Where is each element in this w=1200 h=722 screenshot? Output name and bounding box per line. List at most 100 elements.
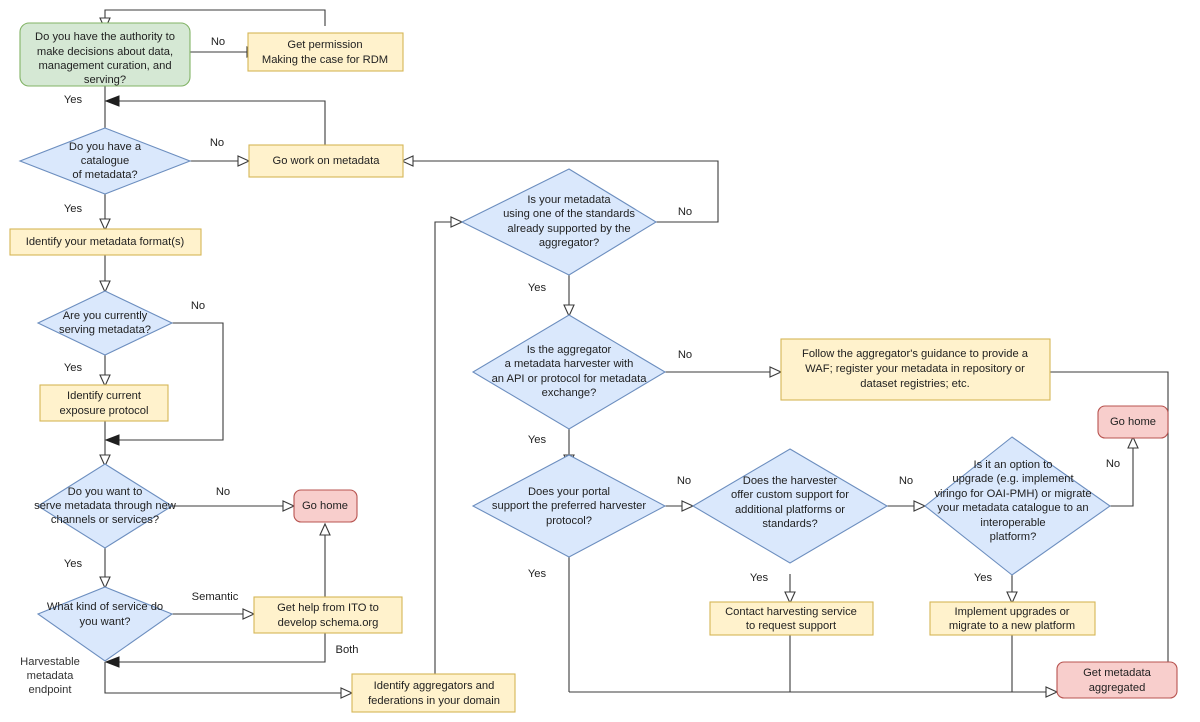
node-serve-new-channels-line-2: channels or services?: [51, 514, 159, 526]
node-get-help-ito-line-0: Get help from ITO to: [277, 602, 379, 614]
node-option-to-upgrade-line-5: platform?: [990, 531, 1037, 543]
edge-label-standards-yes: Yes: [528, 282, 547, 294]
node-get-permission-shape: [247, 32, 404, 72]
node-follow-guidance[interactable]: Follow the aggregator's guidance to prov…: [780, 338, 1051, 401]
edge-label-new-channels-yes: Yes: [64, 558, 83, 570]
node-implement-upgrades-line-1: migrate to a new platform: [949, 620, 1075, 632]
node-go-work-on-metadata-shape: [248, 144, 404, 178]
node-follow-guidance-line-1: WAF; register your metadata in repositor…: [805, 363, 1025, 375]
free-label-harvestable-line-0: Harvestable: [20, 656, 80, 668]
node-follow-guidance-shape: [780, 338, 1051, 401]
edge-label-serving-yes: Yes: [64, 362, 83, 374]
node-follow-guidance-line-0: Follow the aggregator's guidance to prov…: [802, 348, 1029, 360]
node-contact-harvesting-shape: [709, 601, 874, 636]
node-get-permission-line-0: Get permission: [287, 39, 362, 51]
node-harvester-custom-shape: [691, 448, 889, 564]
node-get-help-ito-shape: [253, 596, 403, 634]
edge-label-serving-no: No: [191, 300, 205, 312]
node-portal-supports[interactable]: Does your portal support the preferred h…: [471, 454, 667, 558]
node-identify-aggregators-line-1: federations in your domain: [368, 695, 500, 707]
edge-label-portal-yes: Yes: [528, 568, 547, 580]
node-identify-aggregators[interactable]: Identify aggregators and federations in …: [351, 673, 516, 713]
node-metadata-standards-line-1: using one of the standards: [503, 208, 635, 220]
node-metadata-standards-shape: [460, 168, 658, 276]
node-go-home-right-shape: [1097, 405, 1169, 439]
edge-label-upgrade-yes: Yes: [974, 572, 993, 584]
node-have-catalogue-shape: [18, 127, 192, 195]
node-identify-format[interactable]: Identify your metadata format(s): [9, 228, 202, 256]
node-portal-supports-line-2: protocol?: [546, 515, 592, 527]
node-go-home-right-line-0: Go home: [1110, 416, 1156, 428]
node-get-metadata-aggregated-line-1: aggregated: [1089, 682, 1146, 694]
node-metadata-standards[interactable]: Is your metadata using one of the standa…: [460, 168, 658, 276]
node-identify-exposure-line-0: Identify current: [67, 390, 142, 402]
edge-label-upgrade-no: No: [1106, 458, 1120, 470]
node-have-catalogue-line-2: of metadata?: [72, 169, 137, 181]
node-option-to-upgrade[interactable]: Is it an option to upgrade (e.g. impleme…: [924, 436, 1111, 576]
node-serve-new-channels[interactable]: Do you want to serve metadata through ne…: [34, 463, 177, 549]
node-have-catalogue[interactable]: Do you have a catalogue of metadata?: [18, 127, 192, 195]
node-serve-new-channels-line-0: Do you want to: [68, 486, 143, 498]
node-authority[interactable]: Do you have the authority to make decisi…: [19, 22, 191, 87]
node-get-metadata-aggregated[interactable]: Get metadata aggregated: [1056, 661, 1178, 699]
node-currently-serving-shape: [36, 290, 174, 356]
edge-label-new-channels-no: No: [216, 486, 230, 498]
node-aggregator-harvester-line-0: Is the aggregator: [527, 344, 612, 356]
edge-label-custom-no: No: [899, 475, 913, 487]
node-authority-line-1: make decisions about data,: [37, 46, 173, 58]
node-authority-line-3: serving?: [84, 74, 126, 86]
node-identify-exposure-shape: [39, 384, 169, 422]
node-currently-serving[interactable]: Are you currently serving metadata?: [36, 290, 174, 356]
node-option-to-upgrade-shape: [924, 436, 1111, 576]
node-harvester-custom[interactable]: Does the harvester offer custom support …: [691, 448, 889, 564]
node-serve-new-channels-shape: [36, 463, 174, 549]
node-get-help-ito-line-1: develop schema.org: [278, 617, 379, 629]
node-go-home-left[interactable]: Go home: [293, 489, 358, 523]
node-kind-of-service[interactable]: What kind of service do you want?: [36, 586, 174, 662]
node-go-work-on-metadata-line-0: Go work on metadata: [273, 155, 381, 167]
edge-label-harvester-api-no: No: [678, 349, 692, 361]
edge-labels: No Yes No Yes No Yes No Yes Semantic Bot…: [64, 36, 1120, 656]
node-harvester-custom-line-1: offer custom support for: [731, 489, 849, 501]
node-authority-shape: [19, 22, 191, 87]
node-metadata-standards-line-3: aggregator?: [539, 237, 599, 249]
edge-label-custom-yes: Yes: [750, 572, 769, 584]
node-aggregator-harvester-line-3: exchange?: [542, 387, 597, 399]
node-get-metadata-aggregated-shape: [1056, 661, 1178, 699]
node-go-home-left-line-0: Go home: [302, 500, 348, 512]
node-option-to-upgrade-line-0: Is it an option to: [974, 459, 1053, 471]
node-contact-harvesting-line-0: Contact harvesting service: [725, 606, 857, 618]
node-implement-upgrades[interactable]: Implement upgrades or migrate to a new p…: [929, 601, 1096, 636]
node-authority-line-0: Do you have the authority to: [35, 31, 175, 43]
node-kind-of-service-line-1: you want?: [80, 616, 131, 628]
node-metadata-standards-line-0: Is your metadata: [527, 194, 611, 206]
edge-label-catalogue-yes: Yes: [64, 203, 83, 215]
edge-label-catalogue-no: No: [210, 137, 224, 149]
node-follow-guidance-line-2: dataset registries; etc.: [860, 378, 969, 390]
node-go-work-on-metadata[interactable]: Go work on metadata: [248, 144, 404, 178]
node-contact-harvesting[interactable]: Contact harvesting service to request su…: [709, 601, 874, 636]
node-currently-serving-line-1: serving metadata?: [59, 324, 151, 336]
node-implement-upgrades-line-0: Implement upgrades or: [954, 606, 1069, 618]
node-go-home-right[interactable]: Go home: [1097, 405, 1169, 439]
node-get-permission[interactable]: Get permission Making the case for RDM: [247, 32, 404, 72]
node-portal-supports-line-1: support the preferred harvester: [492, 500, 646, 512]
edge-label-service-both: Both: [335, 644, 358, 656]
node-get-help-ito[interactable]: Get help from ITO to develop schema.org: [253, 596, 403, 634]
node-identify-exposure-line-1: exposure protocol: [60, 405, 149, 417]
node-get-permission-line-1: Making the case for RDM: [262, 54, 388, 66]
node-serve-new-channels-line-1: serve metadata through new: [34, 500, 177, 512]
node-aggregator-harvester[interactable]: Is the aggregator a metadata harvester w…: [471, 314, 667, 430]
node-identify-exposure[interactable]: Identify current exposure protocol: [39, 384, 169, 422]
node-implement-upgrades-shape: [929, 601, 1096, 636]
node-portal-supports-line-0: Does your portal: [528, 486, 610, 498]
node-kind-of-service-shape: [36, 586, 174, 662]
free-label-harvestable-line-1: metadata: [27, 670, 74, 682]
node-option-to-upgrade-line-1: upgrade (e.g. implement: [952, 473, 1074, 485]
node-identify-format-shape: [9, 228, 202, 256]
edge-label-service-semantic: Semantic: [192, 591, 239, 603]
node-identify-aggregators-line-0: Identify aggregators and: [374, 680, 495, 692]
node-authority-line-2: management curation, and: [38, 60, 171, 72]
